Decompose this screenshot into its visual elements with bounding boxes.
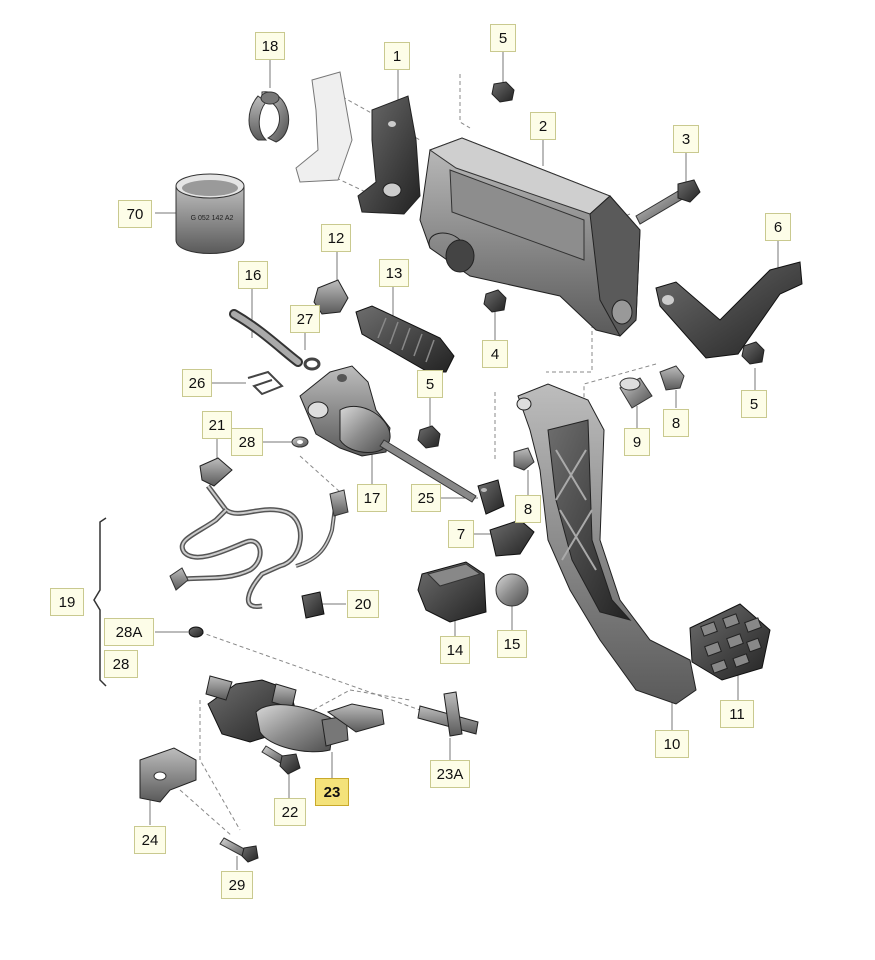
label-part-8-right[interactable]: 8 [663, 409, 689, 437]
label-part-29[interactable]: 29 [221, 871, 253, 899]
part-18-clamp[interactable] [248, 91, 290, 143]
label-part-5-mid[interactable]: 5 [417, 370, 443, 398]
part-1-mounting-plate[interactable] [295, 71, 421, 215]
part-28A-washer[interactable] [188, 626, 204, 638]
label-part-15[interactable]: 15 [497, 630, 527, 658]
label-part-1[interactable]: 1 [384, 42, 410, 70]
part-27-o-ring[interactable] [303, 357, 321, 371]
label-part-7[interactable]: 7 [448, 520, 474, 548]
label-part-24[interactable]: 24 [134, 826, 166, 854]
label-part-11[interactable]: 11 [720, 700, 754, 728]
label-part-13[interactable]: 13 [379, 259, 409, 287]
part-21-connector[interactable] [199, 457, 233, 487]
label-part-4[interactable]: 4 [482, 340, 508, 368]
part-12-bump-stop[interactable] [313, 279, 349, 315]
part-22-bolt[interactable] [261, 745, 301, 775]
label-part-5-right[interactable]: 5 [741, 390, 767, 418]
part-5-nut-mid[interactable] [417, 425, 441, 449]
label-part-18[interactable]: 18 [255, 32, 285, 60]
part-5-nut-right[interactable] [741, 341, 765, 365]
part-17-master-cylinder[interactable] [299, 365, 477, 503]
label-part-28A[interactable]: 28A [104, 618, 154, 646]
part-20-holder[interactable] [301, 591, 325, 619]
part-19-pipe[interactable] [169, 484, 349, 609]
label-part-14[interactable]: 14 [440, 636, 470, 664]
part-23A-t-piece[interactable] [417, 691, 479, 737]
label-part-27[interactable]: 27 [290, 305, 320, 333]
label-part-10[interactable]: 10 [655, 730, 689, 758]
label-part-26[interactable]: 26 [182, 369, 212, 397]
part-26-clip[interactable] [247, 370, 284, 396]
part-3-bolt[interactable] [635, 179, 701, 225]
part-16-hose[interactable] [229, 309, 303, 367]
label-part-9[interactable]: 9 [624, 428, 650, 456]
label-part-22[interactable]: 22 [274, 798, 306, 826]
label-part-6[interactable]: 6 [765, 213, 791, 241]
group-19-brace [93, 517, 107, 687]
label-part-28-top[interactable]: 28 [231, 428, 263, 456]
label-part-70[interactable]: 70 [118, 200, 152, 228]
label-part-23[interactable]: 23 [315, 778, 349, 806]
label-part-5-top[interactable]: 5 [490, 24, 516, 52]
label-part-28-bottom[interactable]: 28 [104, 650, 138, 678]
label-part-2[interactable]: 2 [530, 112, 556, 140]
label-part-8-pedal[interactable]: 8 [515, 495, 541, 523]
part-70-sleeve[interactable]: G 052 142 A2 [175, 173, 245, 254]
part-8-bushing-pedal[interactable] [513, 447, 535, 471]
part-13-boot[interactable] [355, 305, 455, 373]
label-part-17[interactable]: 17 [357, 484, 387, 512]
label-part-23A[interactable]: 23A [430, 760, 470, 788]
label-part-19[interactable]: 19 [50, 588, 84, 616]
part-28-washer-top[interactable] [291, 436, 309, 448]
part-5-nut-top[interactable] [491, 81, 515, 103]
label-part-21[interactable]: 21 [202, 411, 232, 439]
part-9-pivot-sleeve[interactable] [619, 377, 653, 409]
part-10-clutch-pedal[interactable] [516, 383, 697, 705]
part-11-pedal-pad[interactable] [689, 603, 771, 681]
part-2-pedal-bracket[interactable] [419, 137, 641, 337]
label-part-25[interactable]: 25 [411, 484, 441, 512]
part-15-ball[interactable] [495, 573, 529, 607]
part-14-pad[interactable] [417, 561, 487, 623]
label-part-12[interactable]: 12 [321, 224, 351, 252]
part-23-slave-cylinder[interactable] [205, 675, 385, 753]
part-4-nut[interactable] [483, 289, 507, 313]
part-25-clevis[interactable] [477, 479, 505, 515]
part-7-stop[interactable] [489, 519, 535, 557]
sleeve-marking: G 052 142 A2 [191, 215, 234, 222]
label-part-3[interactable]: 3 [673, 125, 699, 153]
label-part-20[interactable]: 20 [347, 590, 379, 618]
part-6-support-bracket[interactable] [655, 261, 803, 359]
part-29-bolt[interactable] [219, 837, 259, 863]
part-8-bushing-right[interactable] [659, 365, 685, 391]
part-24-bracket[interactable] [139, 747, 197, 803]
label-part-16[interactable]: 16 [238, 261, 268, 289]
